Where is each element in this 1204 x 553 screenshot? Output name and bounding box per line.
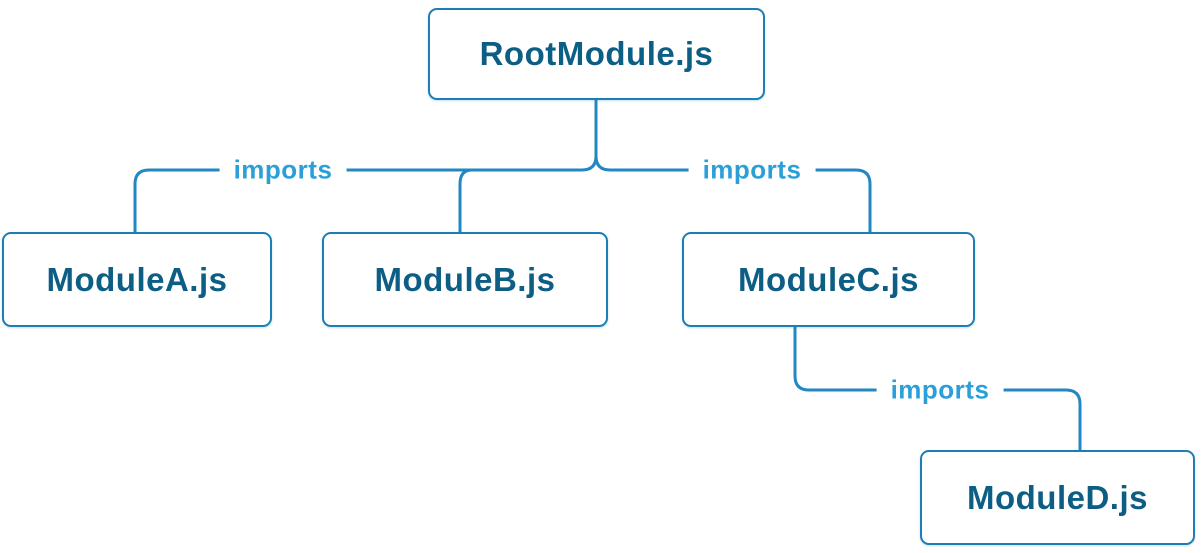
edge-root-to-module-b: [458, 168, 474, 234]
edge-label-imports-left: imports: [219, 154, 347, 186]
node-module-c: ModuleC.js: [682, 232, 975, 327]
node-module-b-label: ModuleB.js: [374, 260, 556, 298]
node-module-d-label: ModuleD.js: [966, 478, 1148, 516]
node-root-module: RootModule.js: [428, 8, 765, 100]
node-module-b: ModuleB.js: [322, 232, 608, 327]
edge-label-imports-right: imports: [688, 154, 816, 186]
node-module-a-label: ModuleA.js: [46, 260, 228, 298]
node-module-d: ModuleD.js: [920, 450, 1195, 545]
edge-label-imports-bottom: imports: [876, 374, 1004, 406]
node-module-a: ModuleA.js: [2, 232, 272, 327]
node-module-c-label: ModuleC.js: [737, 260, 919, 298]
edge-root-to-module-a: [133, 98, 598, 234]
node-root-module-label: RootModule.js: [479, 35, 714, 72]
